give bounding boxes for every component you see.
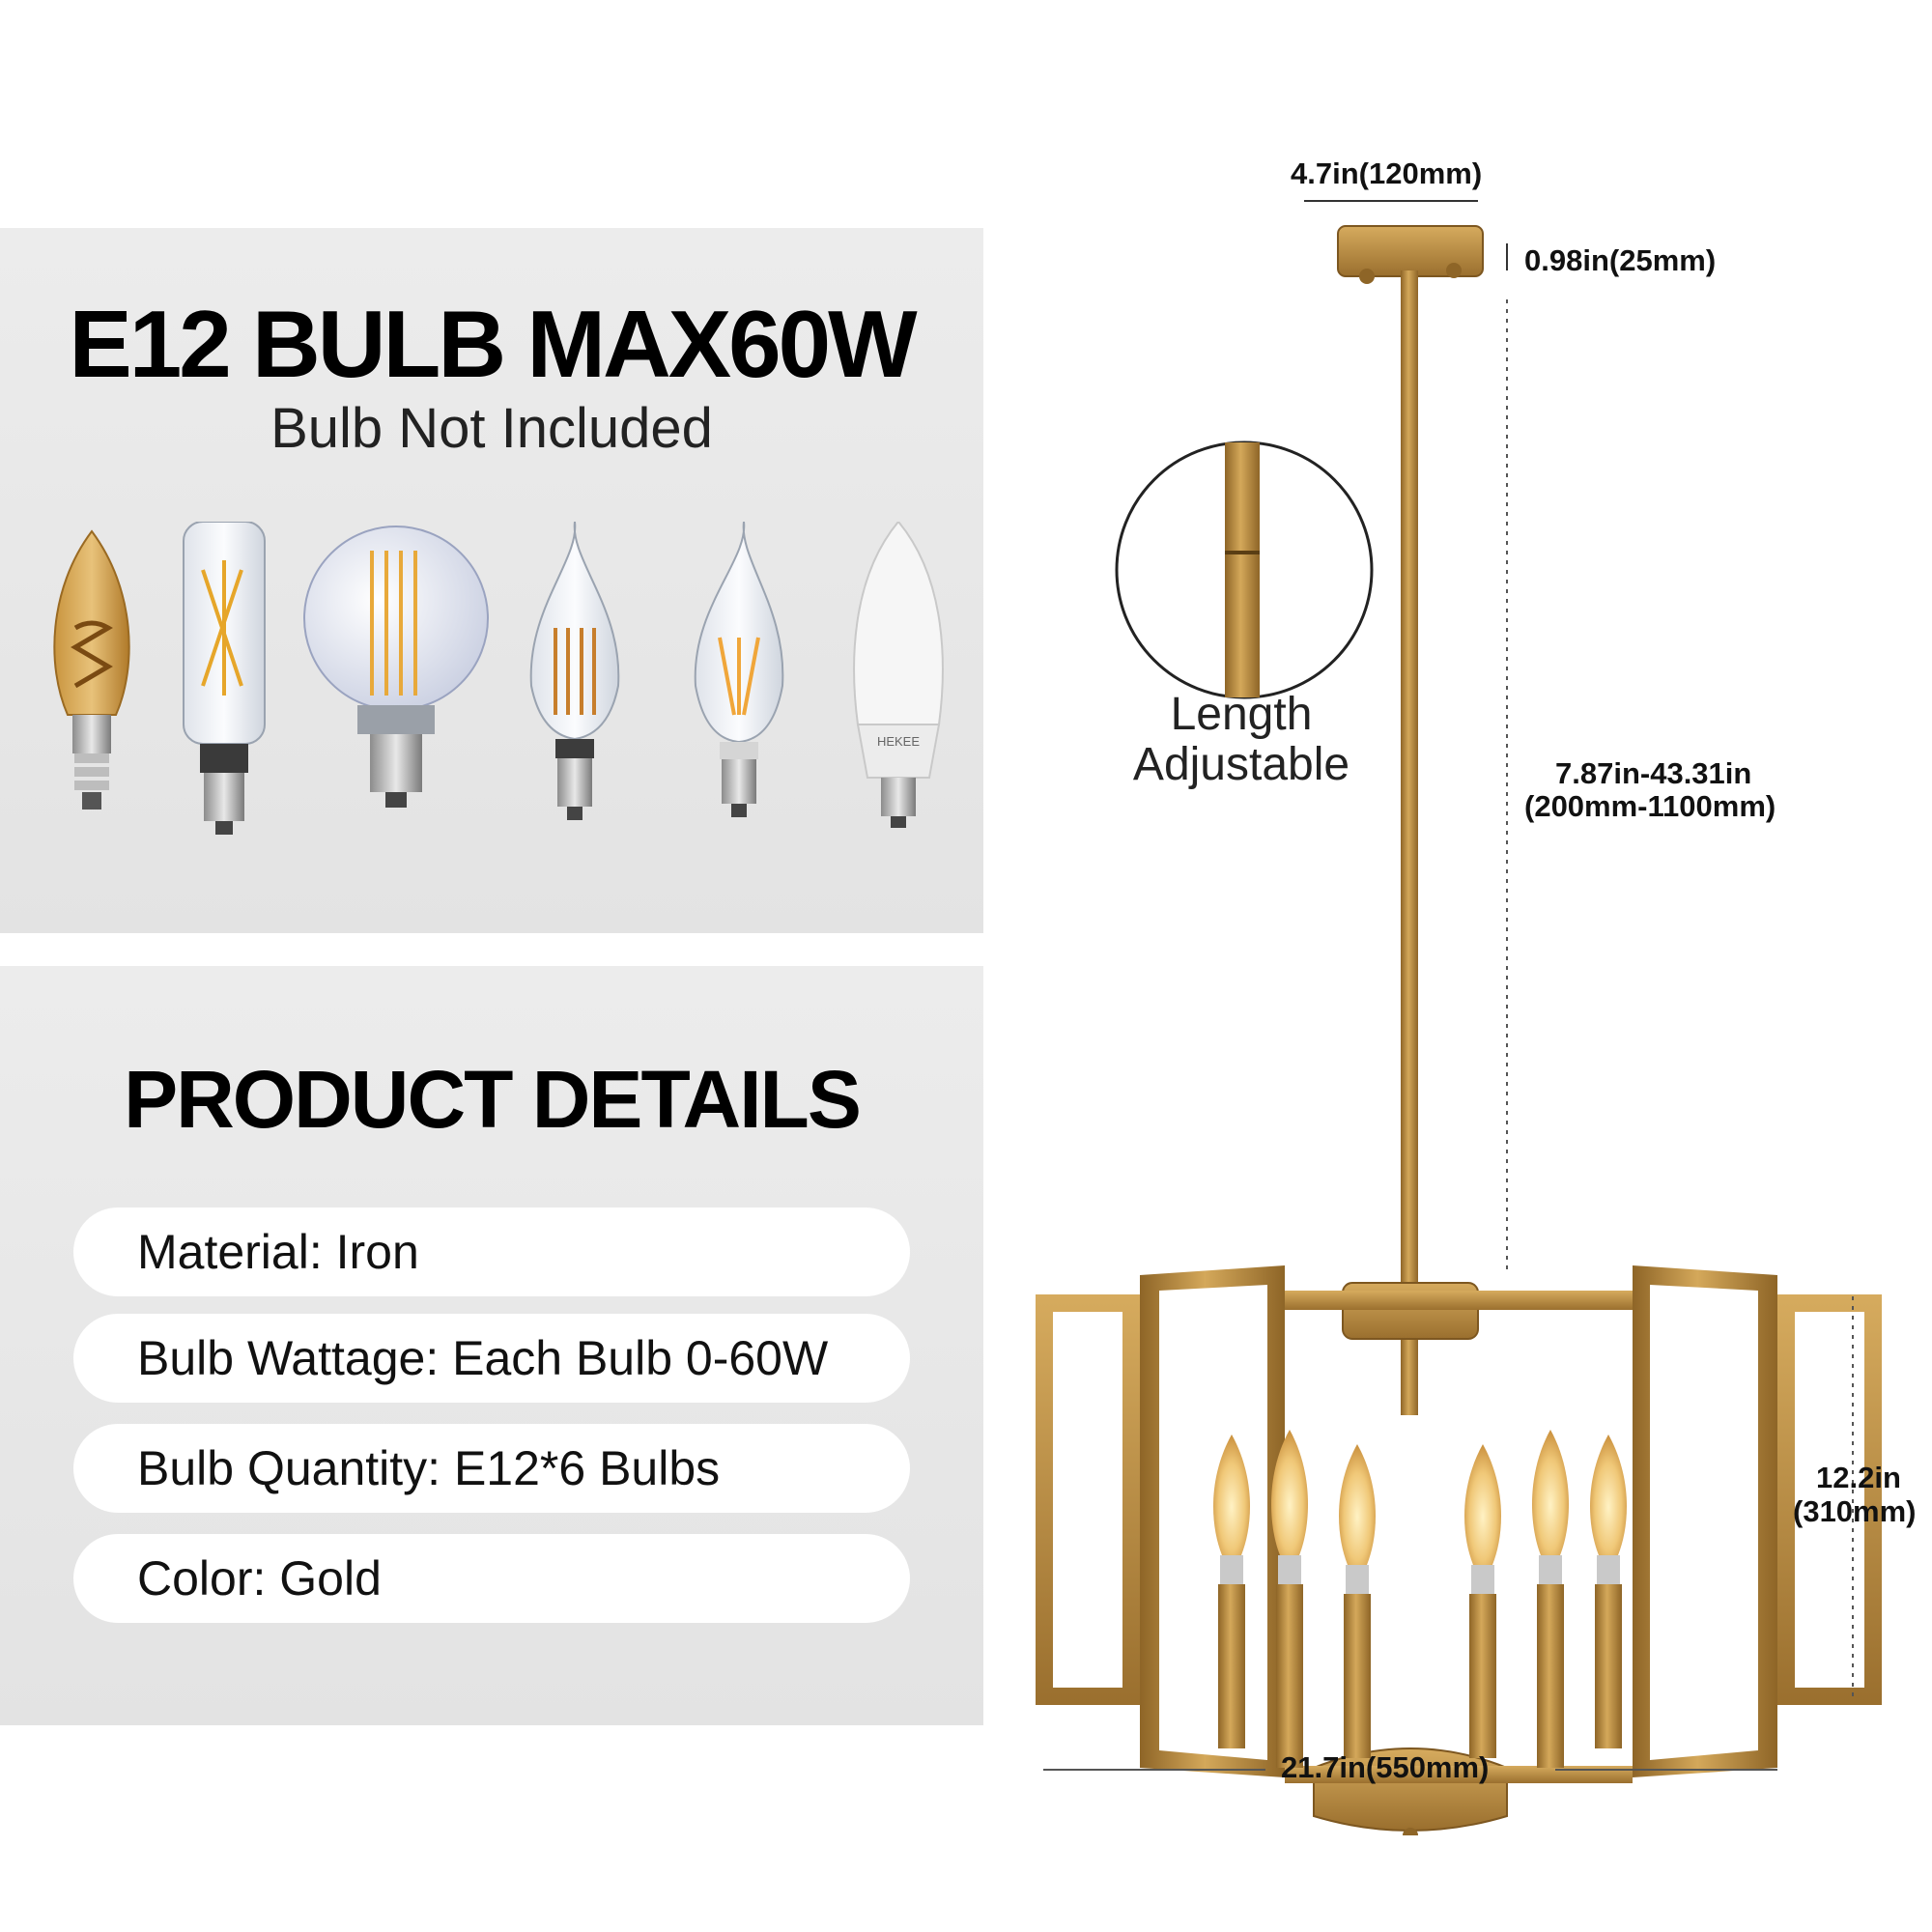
body-width-label: 21.7in(550mm) bbox=[1281, 1750, 1490, 1784]
chandelier-frame bbox=[1036, 1265, 1882, 1835]
body-height-inches-label: 12.2in bbox=[1816, 1461, 1901, 1494]
details-headline: PRODUCT DETAILS bbox=[124, 1054, 862, 1145]
down-rod bbox=[1401, 270, 1418, 1415]
callout-text-line1: Length bbox=[1170, 689, 1313, 740]
detail-item-wattage: Bulb Wattage: Each Bulb 0-60W bbox=[73, 1314, 910, 1403]
rod-length-inches-label: 7.87in-43.31in bbox=[1555, 756, 1752, 790]
detail-item-quantity: Bulb Quantity: E12*6 Bulbs bbox=[73, 1424, 910, 1513]
bulb-brand-mark: HEKEE bbox=[877, 734, 920, 749]
bulb-subheadline: Bulb Not Included bbox=[270, 397, 713, 460]
chandelier-dimension-diagram bbox=[1036, 200, 1882, 1835]
globe-bulb-icon bbox=[303, 526, 489, 808]
bent-tip-bulb-icon bbox=[694, 522, 784, 817]
rod-length-mm-label: (200mm-1100mm) bbox=[1524, 789, 1776, 823]
detail-item-material: Material: Iron bbox=[73, 1208, 910, 1296]
bulb-info-panel bbox=[0, 228, 983, 933]
compatible-bulbs-illustration: HEKEE bbox=[53, 522, 944, 835]
body-height-mm-label: (310mm) bbox=[1793, 1494, 1917, 1528]
led-candle-bulb-icon: HEKEE bbox=[853, 522, 944, 828]
canopy-height-label: 0.98in(25mm) bbox=[1524, 243, 1717, 277]
amber-candle-bulb-icon bbox=[53, 529, 130, 810]
callout-text-line2: Adjustable bbox=[1132, 739, 1350, 790]
candle-lights bbox=[1212, 1430, 1628, 1768]
flame-tip-bulb-icon bbox=[529, 522, 620, 820]
detail-item-color: Color: Gold bbox=[73, 1534, 910, 1623]
canopy-width-label: 4.7in(120mm) bbox=[1291, 156, 1483, 190]
length-adjustable-callout bbox=[1115, 440, 1374, 699]
tubular-bulb-icon bbox=[183, 522, 266, 835]
bulb-headline: E12 BULB MAX60W bbox=[69, 291, 917, 397]
